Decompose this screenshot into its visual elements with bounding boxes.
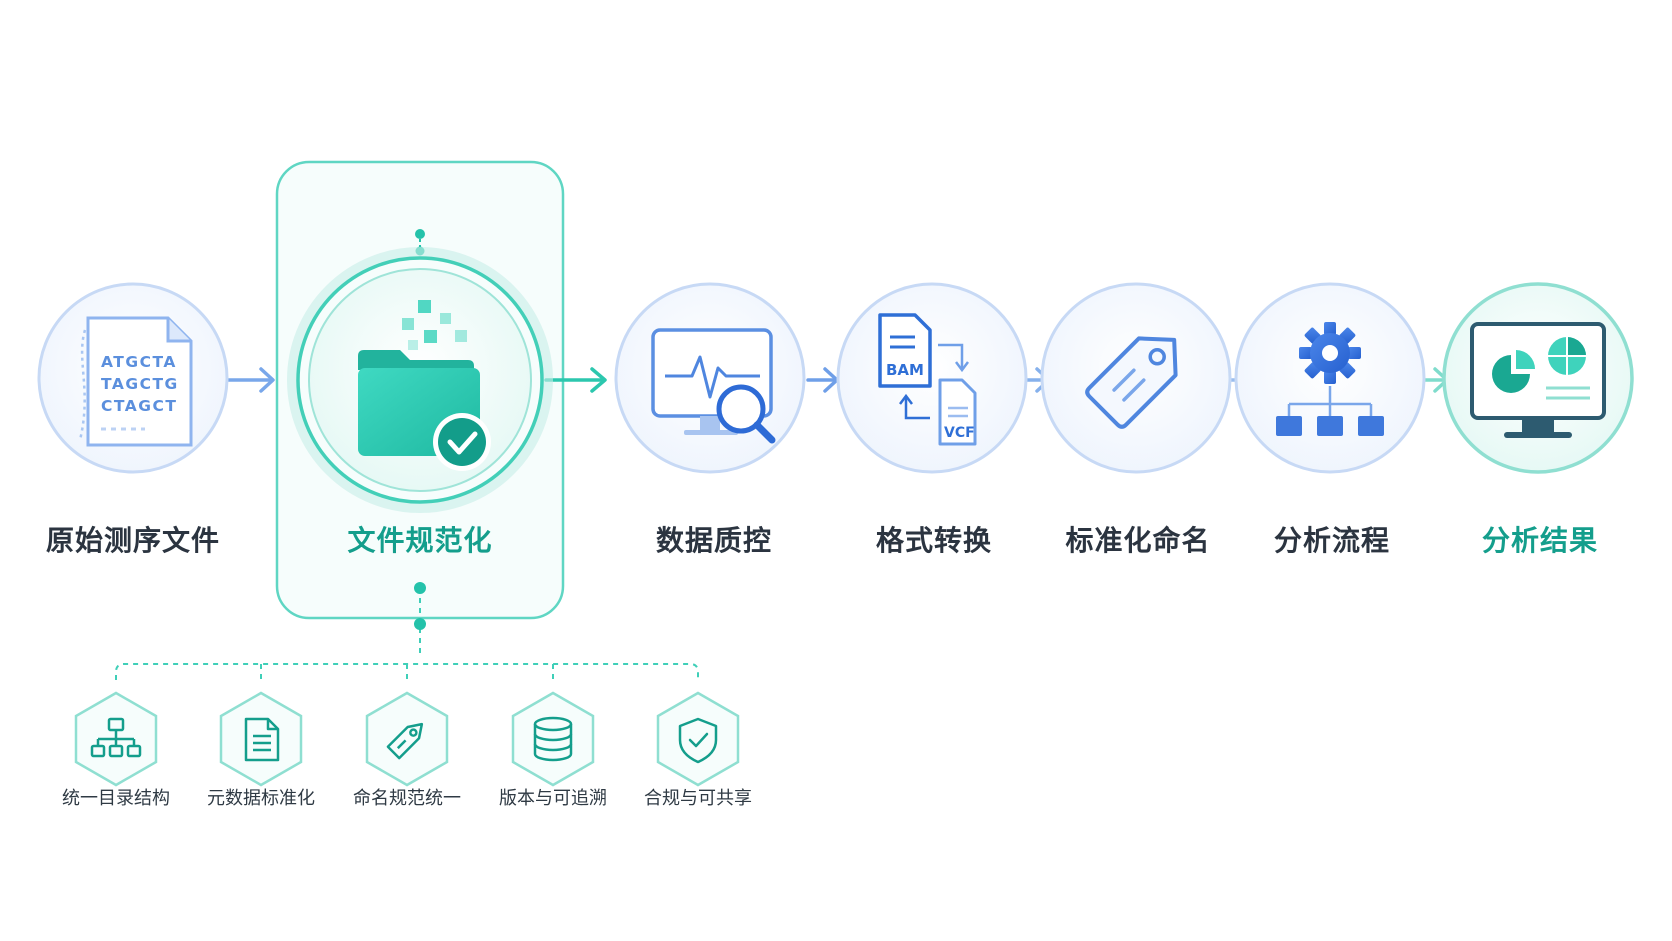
step-label-results: 分析结果 xyxy=(1481,524,1598,557)
tag-icon xyxy=(386,722,424,760)
format-bam: BAM xyxy=(886,361,924,379)
step-label-normalize: 文件规范化 xyxy=(347,524,493,557)
step-normalize xyxy=(287,247,553,513)
file-convert-icon: BAM VCF xyxy=(878,313,977,446)
sub-item-4 xyxy=(511,691,595,787)
document-icon xyxy=(244,717,280,762)
sub-item-label-3: 命名规范统一 xyxy=(353,788,461,809)
sub-item-statute-1 xyxy=(74,691,158,787)
step-results xyxy=(1442,282,1634,474)
monitor-chart-icon xyxy=(1470,322,1606,438)
arrow-3 xyxy=(806,367,839,393)
gear-hierarchy-icon xyxy=(1276,322,1384,436)
panel-connector-dot xyxy=(415,229,425,239)
sub-item-label-2: 元数据标准化 xyxy=(207,788,315,809)
sub-item-5 xyxy=(656,691,740,787)
step-qc xyxy=(614,282,806,474)
step-label-naming: 标准化命名 xyxy=(1065,524,1211,557)
step-convert: BAM VCF xyxy=(836,282,1028,474)
step-label-convert: 格式转换 xyxy=(875,524,992,557)
arrow-2 xyxy=(544,367,607,393)
database-icon xyxy=(533,716,573,762)
step-label-pipeline: 分析流程 xyxy=(1273,524,1390,557)
sub-item-label-4: 版本与可追溯 xyxy=(499,788,607,809)
tag-icon xyxy=(1085,336,1178,429)
sub-item-3 xyxy=(365,691,449,787)
sequence-line-3: CTAGCT xyxy=(101,397,177,415)
format-vcf: VCF xyxy=(944,425,975,441)
sub-item-label-5: 合规与可共享 xyxy=(644,788,752,809)
sequence-line-2: TAGCTG xyxy=(101,375,179,393)
sequence-line-1: ATGCTA xyxy=(101,353,177,371)
arrow-1 xyxy=(226,367,275,393)
sub-item-2 xyxy=(219,691,303,787)
monitor-search-icon xyxy=(651,328,776,444)
dna-sequence-file-icon: ATGCTA TAGCTG CTAGCT xyxy=(78,316,193,447)
step-label-raw: 原始测序文件 xyxy=(45,524,220,557)
pixel-fragments xyxy=(402,300,467,350)
step-pipeline xyxy=(1234,282,1426,474)
sub-item-label-1: 统一目录结构 xyxy=(62,788,170,809)
shield-check-icon xyxy=(678,717,718,764)
folder-check-icon xyxy=(358,350,491,471)
step-naming xyxy=(1040,282,1232,474)
sitemap-icon xyxy=(90,717,142,758)
step-label-qc: 数据质控 xyxy=(655,524,772,557)
step-raw: ATGCTA TAGCTG CTAGCT xyxy=(37,282,229,474)
